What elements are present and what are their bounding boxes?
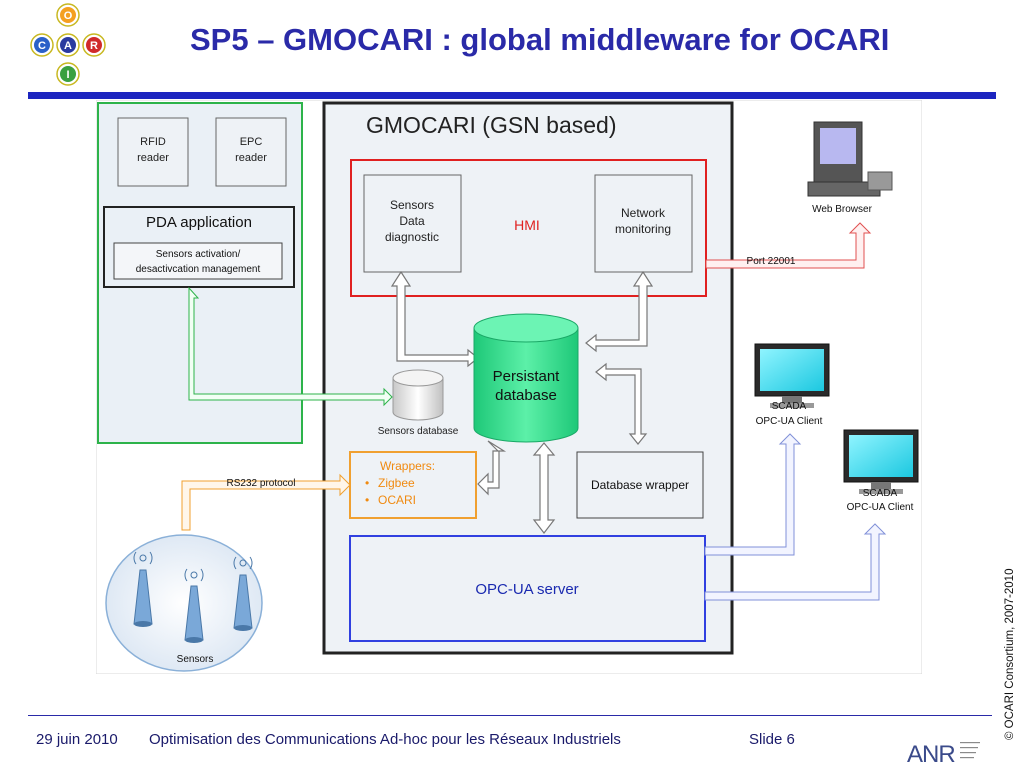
epc-reader-box: [215, 117, 287, 187]
anr-logo: ANR: [907, 741, 980, 768]
title-rule: [28, 92, 996, 99]
epc-reader-line-1: EPC: [240, 136, 263, 148]
scada-client-2-line-2: OPC-UA Client: [847, 502, 914, 513]
rfid-reader-box: [117, 117, 189, 187]
network-monitoring-line-1: Network: [621, 206, 666, 220]
copyright-notice: © OCARI Consortium, 2007-2010: [1004, 568, 1016, 740]
sensors-label: Sensors: [177, 654, 214, 665]
gmocari-title: GMOCARI (GSN based): [366, 112, 617, 138]
sensor-antenna-3: [233, 556, 253, 631]
sensors-data-diagnostic-line-1: Sensors: [390, 198, 434, 212]
logo-r-circle: [86, 37, 102, 53]
port-label: Port 22001: [747, 256, 796, 267]
wrappers-item-zigbee: Zigbee: [378, 476, 415, 490]
scada-client-2-line-1: SCADA: [863, 488, 898, 499]
opcua-server-label: OPC-UA server: [475, 581, 578, 598]
web-browser-computer: [807, 121, 893, 197]
scada-client-1-line-2: OPC-UA Client: [756, 416, 823, 427]
ocari-logo: O C A R I: [30, 3, 106, 86]
logo-c-circle: [34, 37, 50, 53]
sensors-activation-line-2: desactivcation management: [136, 264, 261, 275]
web-browser-label: Web Browser: [812, 204, 873, 215]
slide-title: SP5 – GMOCARI : global middleware for OC…: [190, 22, 890, 57]
scada-monitor-1: [754, 343, 830, 408]
sensors-data-diagnostic-box: [363, 174, 462, 273]
logo-letter-c: C: [38, 40, 46, 52]
sensors-data-diagnostic-line-2: Data: [399, 214, 425, 228]
wrappers-item-ocari: OCARI: [378, 493, 416, 507]
logo-letter-a: A: [64, 40, 72, 52]
opcua-server-box: [349, 535, 706, 642]
pda-application-label: PDA application: [146, 214, 252, 231]
scada-monitor-2: [843, 429, 919, 494]
sensor-antenna-2: [184, 568, 204, 643]
logo-letter-o: O: [64, 10, 73, 22]
wrappers-box: [349, 451, 477, 519]
anr-logo-text: ANR: [907, 741, 955, 768]
footer-slide-number: Slide 6: [749, 731, 795, 748]
epc-reader-line-2: reader: [235, 152, 267, 164]
sensors-database-label: Sensors database: [378, 426, 459, 437]
wrappers-title: Wrappers:: [380, 459, 435, 473]
wrappers-bullet-2: •: [365, 493, 369, 507]
footer-subtitle: Optimisation des Communications Ad-hoc p…: [149, 731, 621, 748]
logo-a-circle: [60, 37, 76, 53]
rfid-reader-line-1: RFID: [140, 136, 166, 148]
footer-date: 29 juin 2010: [36, 731, 118, 748]
rfid-reader-line-2: reader: [137, 152, 169, 164]
network-monitoring-box: [594, 174, 693, 273]
database-wrapper-label: Database wrapper: [591, 478, 689, 492]
wrappers-bullet-1: •: [365, 476, 369, 490]
logo-letter-r: R: [90, 40, 98, 52]
logo-i-circle: [60, 66, 76, 82]
network-monitoring-line-2: monitoring: [615, 222, 671, 236]
architecture-diagram: RFID reader EPC reader PDA application S…: [96, 100, 922, 674]
rs232-protocol-label: RS232 protocol: [227, 478, 296, 489]
sensors-database-cylinder: [392, 369, 444, 421]
sensors-data-diagnostic-line-3: diagnostic: [385, 230, 439, 244]
sensors-activation-box: [113, 242, 283, 280]
hmi-label: HMI: [514, 217, 540, 233]
sensors-bubble: [105, 534, 263, 672]
sensors-activation-line-1: Sensors activation/: [156, 249, 241, 260]
logo-letter-i: I: [66, 69, 69, 81]
footer-rule: [28, 715, 992, 716]
logo-o-circle: [60, 7, 76, 23]
persistant-database-line-1: Persistant: [493, 368, 561, 385]
persistant-database-line-2: database: [495, 387, 557, 404]
persistant-database-cylinder: [473, 313, 579, 443]
database-wrapper-box: [576, 451, 704, 519]
sensor-antenna-1: [133, 551, 153, 627]
scada-client-1-line-1: SCADA: [772, 401, 807, 412]
